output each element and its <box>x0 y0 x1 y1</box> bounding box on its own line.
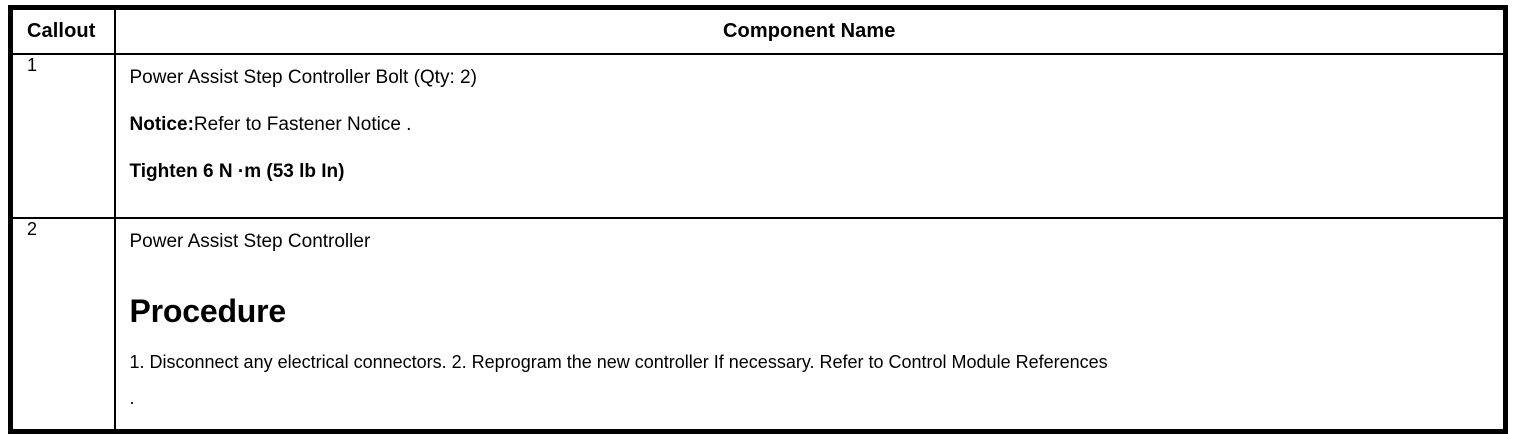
component-description-2: Power Assist Step Controller Procedure 1… <box>113 217 1507 433</box>
callout-number-1: 1 <box>9 53 116 219</box>
component-description-1: Power Assist Step Controller Bolt (Qty: … <box>113 53 1507 219</box>
table-row: 2 Power Assist Step Controller Procedure… <box>9 217 1507 433</box>
table-header-row: Callout Component Name <box>9 6 1507 55</box>
table-row: 1 Power Assist Step Controller Bolt (Qty… <box>9 53 1507 219</box>
column-header-component-name: Component Name <box>113 6 1507 55</box>
procedure-heading: Procedure <box>129 292 287 329</box>
notice-line: Notice:Refer to Fastener Notice . <box>130 114 1492 136</box>
component-part-name: Power Assist Step Controller <box>129 231 371 252</box>
column-header-callout: Callout <box>9 6 116 55</box>
procedure-steps-continuation: . <box>129 387 135 408</box>
torque-spec-line: Tighten 6 N ·m (53 lb In) <box>129 160 345 182</box>
callout-number-2: 2 <box>9 217 116 433</box>
table-body: 1 Power Assist Step Controller Bolt (Qty… <box>9 53 1507 433</box>
table-header: Callout Component Name <box>9 6 1507 55</box>
component-parts-table: Callout Component Name 1 Power Assist St… <box>8 5 1508 434</box>
procedure-steps-text: 1. Disconnect any electrical connectors.… <box>129 351 1108 372</box>
component-part-name: Power Assist Step Controller Bolt (Qty: … <box>129 67 477 88</box>
notice-text: Refer to Fastener Notice . <box>193 113 412 135</box>
notice-label: Notice: <box>129 113 194 135</box>
